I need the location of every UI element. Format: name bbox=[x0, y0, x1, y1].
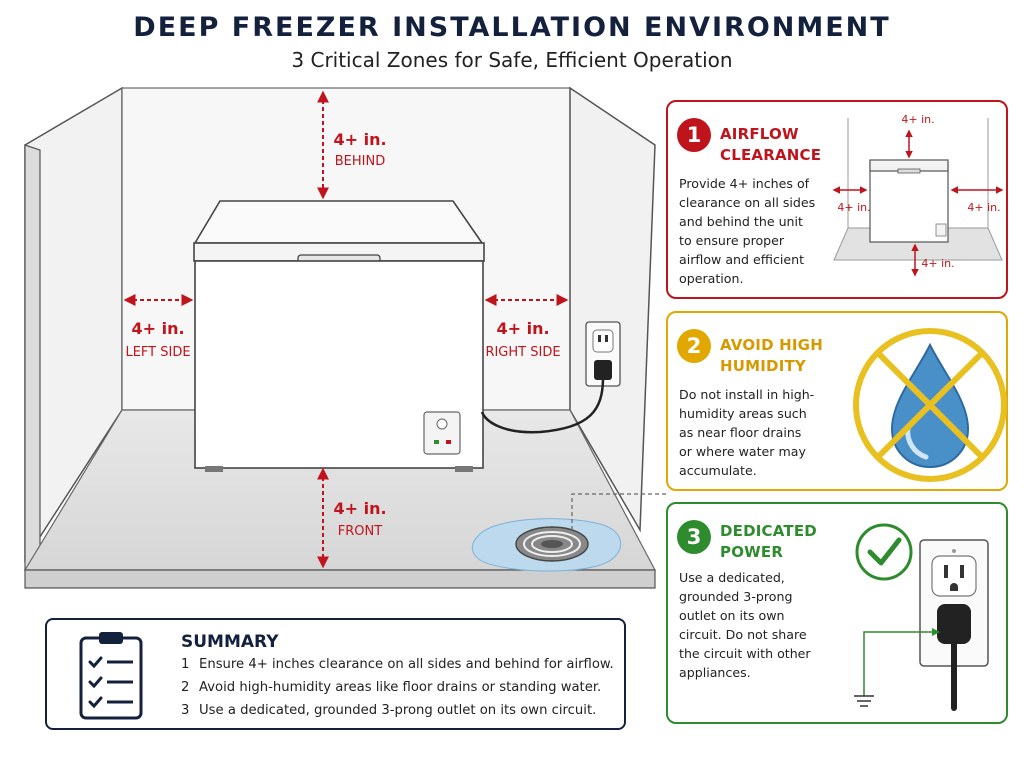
card-power-text: Use a dedicated, grounded 3-prong outlet… bbox=[679, 568, 811, 682]
card-power-text-line: the circuit with other bbox=[679, 646, 811, 661]
summary-box: SUMMARY 1 Ensure 4+ inches clearance on a… bbox=[45, 618, 626, 730]
card-humidity-text-line: humidity areas such bbox=[679, 406, 807, 421]
page-title: DEEP FREEZER INSTALLATION ENVIRONMENT bbox=[133, 12, 891, 43]
power-cord bbox=[480, 377, 605, 434]
checkmark-icon bbox=[855, 523, 913, 581]
summary-item: 3 Use a dedicated, grounded 3-prong outle… bbox=[181, 703, 596, 718]
mini-right-label: 4+ in. bbox=[967, 201, 1000, 214]
card-power-title-line: DEDICATED bbox=[720, 522, 817, 540]
clipboard-checklist-icon bbox=[79, 632, 143, 720]
card-airflow-title-line: AIRFLOW bbox=[720, 125, 799, 143]
front-value: 4+ in. bbox=[333, 499, 386, 518]
right-value: 4+ in. bbox=[496, 319, 549, 338]
mini-left-label: 4+ in. bbox=[837, 201, 870, 214]
card-humidity-text-line: or where water may bbox=[679, 444, 806, 459]
card-humidity-title-line: AVOID HIGH bbox=[720, 336, 823, 354]
card-power-text-line: Use a dedicated, bbox=[679, 570, 785, 585]
card-power-text-line: circuit. Do not share bbox=[679, 627, 807, 642]
behind-label: BEHIND bbox=[335, 154, 385, 169]
card-airflow-number: 1 bbox=[677, 118, 711, 152]
card-airflow-text-line: airflow and efficient bbox=[679, 252, 805, 267]
card-humidity-title-line: HUMIDITY bbox=[720, 357, 806, 375]
right-wall bbox=[569, 86, 656, 533]
card-power-text-line: outlet on its own bbox=[679, 608, 785, 623]
front-label: FRONT bbox=[338, 524, 382, 539]
card-airflow-text: Provide 4+ inches of clearance on all si… bbox=[679, 174, 815, 288]
card-airflow-text-line: Provide 4+ inches of bbox=[679, 176, 810, 191]
grounded-outlet-icon bbox=[919, 539, 989, 711]
wall-outlet bbox=[480, 321, 621, 434]
card-humidity: 2 AVOID HIGH HUMIDITY Do not install in … bbox=[666, 311, 1008, 491]
behind-value: 4+ in. bbox=[333, 130, 386, 149]
card-humidity-text-line: Do not install in high- bbox=[679, 387, 815, 402]
card-humidity-text: Do not install in high- humidity areas s… bbox=[679, 385, 814, 480]
ground-symbol-icon bbox=[854, 628, 940, 707]
card-airflow-text-line: operation. bbox=[679, 271, 744, 286]
card-humidity-text-line: accumulate. bbox=[679, 463, 757, 478]
mini-top-label: 4+ in. bbox=[901, 113, 934, 126]
card-airflow-title: AIRFLOW CLEARANCE bbox=[720, 124, 821, 166]
left-value: 4+ in. bbox=[131, 319, 184, 338]
summary-item-number: 3 bbox=[181, 703, 190, 718]
summary-title: SUMMARY bbox=[181, 632, 279, 652]
airflow-mini-diagram: 4+ in. 4+ in. 4+ in. 4+ in. bbox=[832, 113, 1004, 277]
card-power-text-line: grounded 3-prong bbox=[679, 589, 793, 604]
card-airflow: 1 AIRFLOW CLEARANCE Provide 4+ inches of… bbox=[666, 100, 1008, 299]
left-label: LEFT SIDE bbox=[125, 345, 190, 360]
summary-item-number: 1 bbox=[181, 657, 190, 672]
no-water-icon bbox=[853, 328, 1007, 482]
floor-drain bbox=[471, 493, 668, 572]
card-power-number: 3 bbox=[677, 520, 711, 554]
summary-item: 1 Ensure 4+ inches clearance on all sides… bbox=[181, 657, 614, 672]
card-humidity-number: 2 bbox=[677, 329, 711, 363]
mini-bottom-label: 4+ in. bbox=[921, 257, 954, 270]
card-airflow-text-line: to ensure proper bbox=[679, 233, 785, 248]
card-humidity-title: AVOID HIGH HUMIDITY bbox=[720, 335, 823, 377]
chest-freezer bbox=[193, 200, 485, 472]
summary-item-text: Ensure 4+ inches clearance on all sides … bbox=[199, 657, 614, 672]
card-power-title-line: POWER bbox=[720, 543, 784, 561]
card-airflow-title-line: CLEARANCE bbox=[720, 146, 822, 164]
summary-item-number: 2 bbox=[181, 680, 190, 695]
card-power-text-line: appliances. bbox=[679, 665, 751, 680]
power-illustration bbox=[854, 523, 989, 711]
summary-item: 2 Avoid high-humidity areas like floor dr… bbox=[181, 680, 601, 695]
card-airflow-text-line: clearance on all sides bbox=[679, 195, 816, 210]
page-subtitle: 3 Critical Zones for Safe, Efficient Ope… bbox=[291, 48, 733, 72]
card-humidity-text-line: as near floor drains bbox=[679, 425, 802, 440]
card-airflow-text-line: and behind the unit bbox=[679, 214, 803, 229]
card-power-title: DEDICATED POWER bbox=[720, 521, 817, 563]
control-panel bbox=[423, 411, 461, 455]
card-power: 3 DEDICATED POWER Use a dedicated, groun… bbox=[666, 502, 1008, 724]
summary-item-text: Avoid high-humidity areas like floor dra… bbox=[199, 680, 602, 695]
summary-item-text: Use a dedicated, grounded 3-prong outlet… bbox=[199, 703, 597, 718]
right-label: RIGHT SIDE bbox=[485, 345, 560, 360]
clearance-arrows bbox=[123, 90, 569, 569]
